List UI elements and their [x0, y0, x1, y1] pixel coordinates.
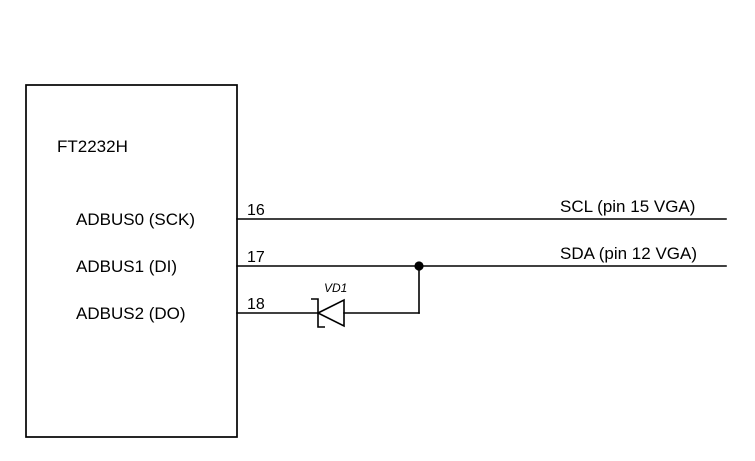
diode-triangle [316, 298, 345, 328]
junction-dot-sda[interactable] [414, 261, 424, 271]
pin-label-adbus0: ADBUS0 (SCK) [76, 210, 195, 229]
pin-label-adbus2: ADBUS2 (DO) [76, 304, 186, 323]
pin-number-16: 16 [247, 202, 265, 219]
chip-body-ft2232h[interactable] [25, 84, 238, 438]
pin-number-18: 18 [247, 296, 265, 313]
diode-zener-bar [311, 298, 325, 328]
pin-label-adbus1: ADBUS1 (DI) [76, 257, 177, 276]
net-label-sda: SDA (pin 12 VGA) [560, 244, 697, 263]
component-vd1-zener-diode[interactable] [311, 298, 420, 328]
pin-number-17: 17 [247, 249, 265, 266]
net-label-scl: SCL (pin 15 VGA) [560, 197, 695, 216]
chip-name-label: FT2232H [57, 137, 128, 156]
component-ref-vd1: VD1 [324, 281, 347, 295]
